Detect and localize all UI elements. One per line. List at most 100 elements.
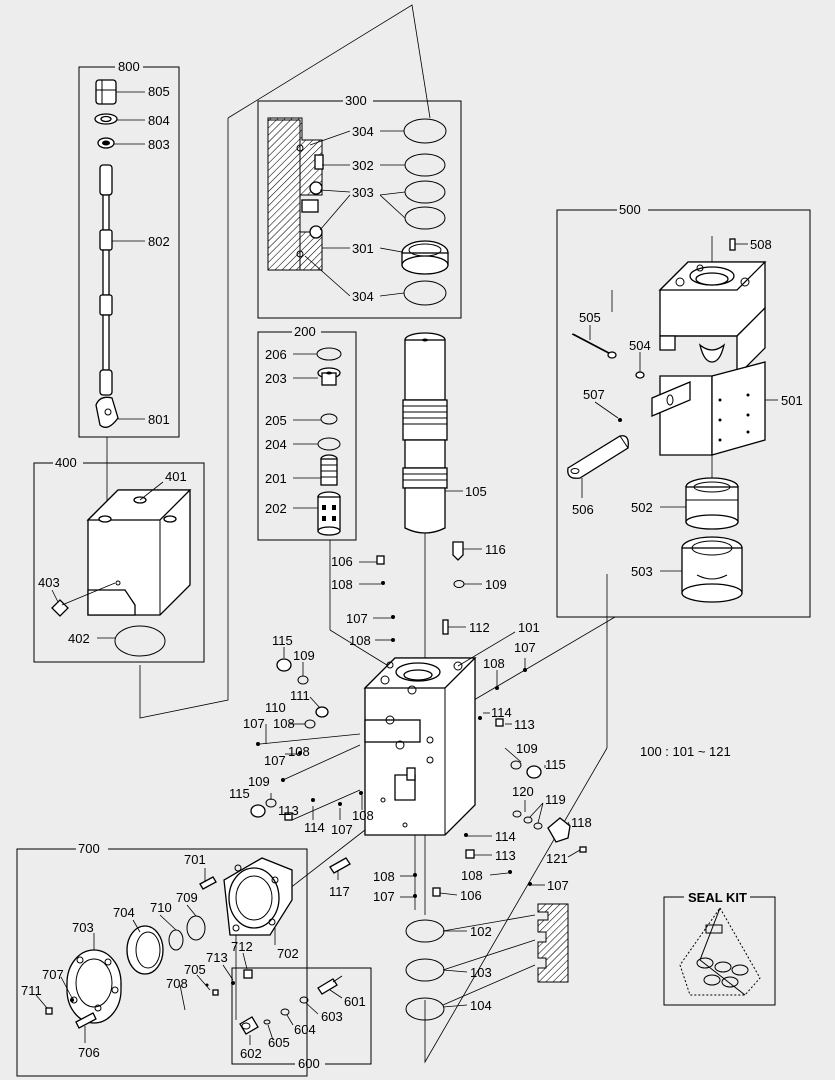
label-202: 202 — [265, 501, 287, 516]
part-706-bolt — [75, 1012, 97, 1029]
part-402-oring — [114, 625, 166, 657]
group-400-leaders — [51, 481, 164, 639]
part-804-washer — [94, 113, 118, 125]
label-502: 502 — [631, 500, 653, 515]
part-205-oring — [320, 413, 338, 425]
label-108-b: 108 — [349, 633, 371, 648]
label-303: 303 — [352, 185, 374, 200]
group-700-dots — [70, 981, 235, 1002]
part-112-pin — [442, 619, 449, 635]
label-710: 710 — [150, 900, 172, 915]
label-701: 701 — [184, 852, 206, 867]
label-204: 204 — [265, 437, 287, 452]
part-109-oring-d — [265, 798, 277, 808]
part-203-plug — [317, 367, 341, 386]
center-leaders — [259, 548, 581, 1008]
group-200-box: 200 — [257, 324, 357, 541]
label-117: 117 — [329, 884, 350, 899]
part-803-ring — [97, 137, 115, 149]
part-602-plug — [239, 1016, 259, 1035]
label-106-top: 106 — [331, 554, 353, 569]
part-711-plug — [45, 1007, 53, 1015]
label-115-c: 115 — [229, 786, 250, 801]
label-111: 111 — [290, 688, 310, 703]
group-600-label: 600 — [298, 1056, 320, 1071]
part-110-oring — [304, 719, 316, 729]
label-104: 104 — [470, 998, 492, 1013]
label-107-c: 107 — [243, 716, 265, 731]
part-605-ring — [263, 1019, 271, 1025]
label-119: 119 — [545, 792, 566, 807]
part-501-front-head — [658, 261, 767, 456]
part-109-oring-b — [297, 675, 309, 685]
label-402: 402 — [68, 631, 90, 646]
group-800-leaders — [112, 91, 145, 420]
label-101: 101 — [518, 620, 540, 635]
label-114-c: 114 — [495, 829, 516, 844]
label-118: 118 — [571, 815, 592, 830]
part-121-pin — [579, 846, 587, 853]
label-107-d: 107 — [264, 753, 286, 768]
label-602: 602 — [240, 1046, 262, 1061]
part-802-hose — [99, 164, 113, 396]
label-503: 503 — [631, 564, 653, 579]
label-801: 801 — [148, 412, 170, 427]
label-107-b: 107 — [514, 640, 536, 655]
label-114-a: 114 — [491, 705, 512, 720]
part-712-plug — [243, 969, 253, 979]
part-506-rod-pin — [567, 435, 629, 479]
part-304-oring-top — [403, 118, 447, 144]
part-709-oring — [186, 915, 206, 941]
group-400-label: 400 — [55, 455, 77, 470]
group-700-leaders — [35, 868, 276, 1043]
label-201: 201 — [265, 471, 287, 486]
part-604-ring — [280, 1008, 290, 1016]
label-702: 702 — [277, 946, 299, 961]
label-120: 120 — [512, 784, 534, 799]
label-109-b: 109 — [293, 648, 315, 663]
part-115-plug-c — [250, 804, 266, 818]
part-118-valve — [547, 817, 571, 843]
label-401: 401 — [165, 469, 187, 484]
part-503-bushing — [681, 536, 743, 603]
group-700-label: 700 — [78, 841, 100, 856]
part-115-plug-a — [276, 658, 292, 672]
label-105: 105 — [465, 484, 487, 499]
group-600-leaders — [249, 989, 343, 1045]
label-506: 506 — [572, 502, 594, 517]
part-303-seals — [404, 180, 446, 230]
label-108-a: 108 — [331, 577, 353, 592]
group-800-box: 800 — [78, 59, 180, 438]
part-201-spool — [320, 454, 338, 486]
group-500-box: 500 — [556, 202, 811, 618]
label-709: 709 — [176, 890, 198, 905]
group-200-leaders — [293, 353, 321, 509]
label-107-g: 107 — [373, 889, 395, 904]
label-304-bottom: 304 — [352, 289, 374, 304]
label-302: 302 — [352, 158, 374, 173]
label-108-c: 108 — [483, 656, 505, 671]
label-107-a: 107 — [346, 611, 368, 626]
label-206: 206 — [265, 347, 287, 362]
label-704: 704 — [113, 905, 135, 920]
label-508: 508 — [750, 237, 772, 252]
label-113-a: 113 — [514, 717, 535, 732]
group-700-box: 700 — [16, 841, 308, 1077]
part-508-pin — [729, 238, 736, 251]
label-504: 504 — [629, 338, 651, 353]
label-708: 708 — [166, 976, 188, 991]
group-800-label: 800 — [118, 59, 140, 74]
group-300-leaders — [304, 130, 406, 297]
label-108-e: 108 — [288, 744, 310, 759]
label-803: 803 — [148, 137, 170, 152]
label-112: 112 — [469, 620, 490, 635]
seal-kit-bag-drawing — [679, 907, 761, 996]
label-601: 601 — [344, 994, 366, 1009]
part-116-plug — [452, 541, 464, 561]
group-500-label: 500 — [619, 202, 641, 217]
part-401-block — [86, 489, 192, 616]
part-109-oring-c — [510, 760, 522, 770]
label-605: 605 — [268, 1035, 290, 1050]
part-115-plug-b — [526, 765, 542, 779]
